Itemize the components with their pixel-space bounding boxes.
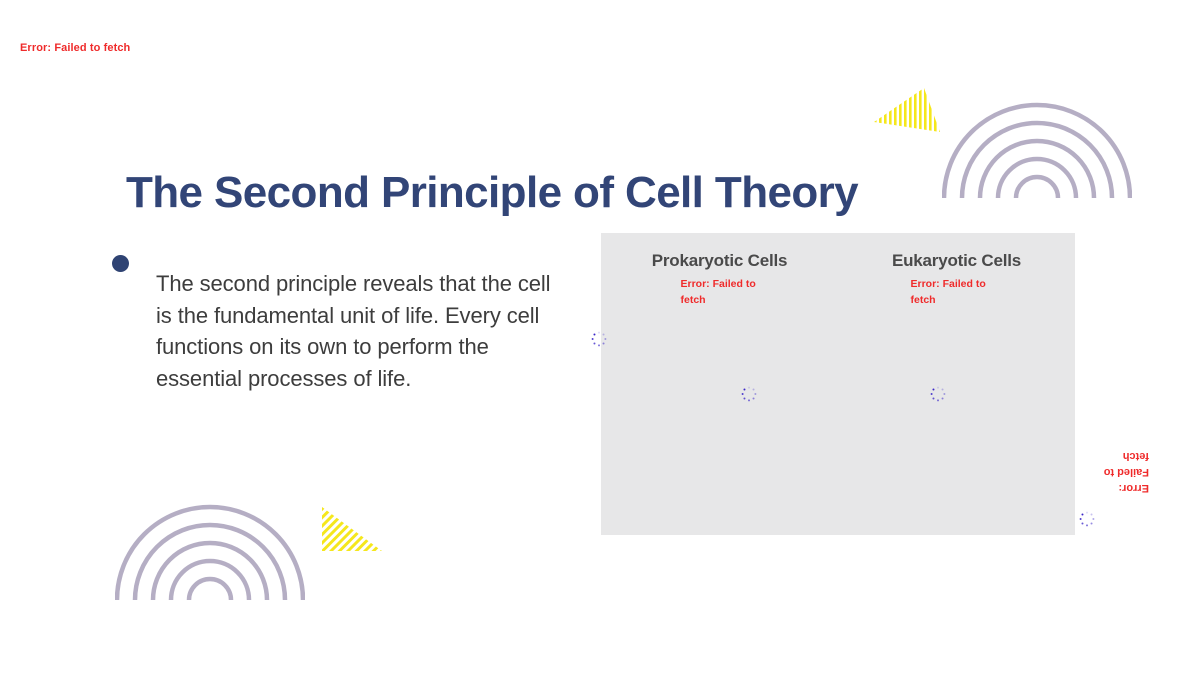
decorative-arcs-bottom-left bbox=[115, 504, 305, 600]
page-title: The Second Principle of Cell Theory bbox=[126, 168, 859, 218]
decorative-striped-triangle-bottom bbox=[322, 507, 382, 551]
panel-column-prokaryotic: Prokaryotic Cells Error: Failed to fetch bbox=[601, 251, 838, 308]
loading-spinner-icon-bottom-right bbox=[1078, 510, 1096, 528]
decorative-striped-triangle-top bbox=[874, 88, 940, 132]
bullet-dot-icon bbox=[112, 255, 129, 272]
bullet-list-item: The second principle reveals that the ce… bbox=[112, 246, 572, 416]
cell-comparison-panel: Prokaryotic Cells Error: Failed to fetch… bbox=[601, 233, 1075, 535]
loading-spinner-icon-prokaryotic bbox=[740, 385, 758, 403]
loading-spinner-icon-left-edge bbox=[590, 330, 608, 348]
top-left-error-notice: Error: Failed to fetch bbox=[20, 42, 131, 54]
prokaryotic-image-error: Error: Failed to fetch bbox=[680, 278, 756, 306]
loading-spinner-icon-eukaryotic bbox=[929, 385, 947, 403]
panel-column-eukaryotic: Eukaryotic Cells Error: Failed to fetch bbox=[838, 251, 1075, 308]
right-edge-error-notice: Error: Failed to fetch bbox=[1103, 450, 1149, 494]
panel-columns: Prokaryotic Cells Error: Failed to fetch… bbox=[601, 251, 1075, 308]
bullet-item-text: The second principle reveals that the ce… bbox=[156, 271, 551, 391]
eukaryotic-image-error: Error: Failed to fetch bbox=[910, 278, 986, 306]
eukaryotic-cells-heading: Eukaryotic Cells bbox=[891, 251, 1022, 270]
decorative-arcs-top-right bbox=[942, 102, 1132, 198]
prokaryotic-cells-heading: Prokaryotic Cells bbox=[651, 251, 788, 270]
